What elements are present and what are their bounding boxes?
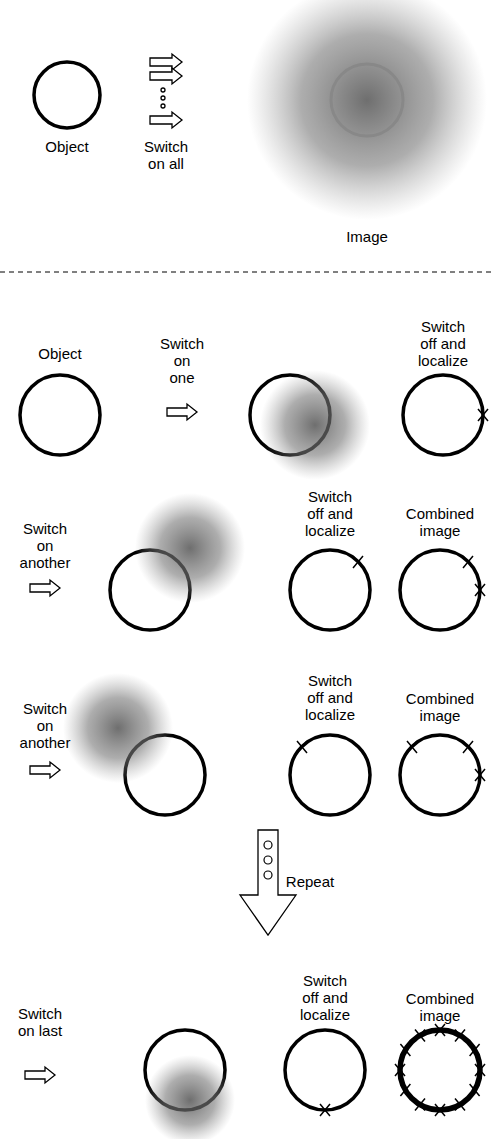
step-label: Switch off and localize — [412, 318, 474, 369]
localization-mark — [463, 556, 473, 568]
localization-mark — [455, 1099, 465, 1111]
localization-mark — [455, 1029, 465, 1041]
localization-mark — [470, 1084, 480, 1096]
localization-mark — [470, 1044, 480, 1056]
blur-blob — [135, 493, 245, 603]
localization-mark — [297, 741, 307, 753]
object-circle — [34, 62, 100, 128]
step-label: Switch off and localize — [299, 672, 361, 723]
dot — [161, 104, 165, 108]
localization-mark — [320, 1104, 330, 1116]
step-label: Switch on one — [160, 335, 204, 386]
object-circle — [290, 550, 370, 630]
reconstructed-circle — [400, 1030, 480, 1110]
localization-mark — [478, 409, 488, 421]
step-label: Switch on all — [144, 138, 188, 172]
arrow — [167, 404, 197, 420]
blur-blob — [260, 370, 370, 480]
blur-blob — [145, 1055, 235, 1139]
step-label: Switch on another — [20, 700, 71, 751]
arrow — [30, 580, 60, 596]
localization-marks — [395, 1024, 485, 1116]
object-circle — [20, 375, 100, 455]
localization-mark — [400, 1084, 410, 1096]
light-arrows — [150, 54, 182, 128]
arrow — [25, 1067, 55, 1083]
localization-mark — [407, 741, 417, 753]
object-label: Object — [45, 138, 88, 155]
localization-mark — [475, 1064, 485, 1076]
object-circle — [403, 375, 483, 455]
localization-mark — [415, 1099, 425, 1111]
dot — [161, 96, 165, 100]
blur-blob — [63, 673, 173, 783]
step-label: Switch off and localize — [299, 488, 361, 539]
dot — [264, 871, 272, 879]
object-circle — [285, 1030, 365, 1110]
dot — [264, 841, 272, 849]
object-circle — [290, 735, 370, 815]
step-label: Switch off and localize — [294, 972, 356, 1023]
dot — [264, 856, 272, 864]
blur-blob — [247, 0, 487, 220]
divider — [0, 272, 491, 273]
localization-mark — [475, 584, 485, 596]
result-label: Combined image — [406, 690, 474, 724]
object-circle — [400, 735, 480, 815]
image-ring — [331, 64, 403, 136]
object-circle — [400, 550, 480, 630]
result-label: Combined image — [406, 505, 474, 539]
arrow — [30, 762, 60, 778]
arrow — [150, 112, 182, 128]
localization-mark — [475, 769, 485, 781]
localization-mark — [415, 1029, 425, 1041]
object-label: Object — [38, 345, 81, 362]
result-label: Combined image — [406, 990, 474, 1024]
dot — [161, 88, 165, 92]
image-label: Image — [346, 228, 388, 245]
localization-mark — [463, 741, 473, 753]
arrow — [150, 68, 182, 84]
repeat-label: Repeat — [286, 873, 334, 890]
localization-mark — [435, 1104, 445, 1116]
localization-mark — [400, 1044, 410, 1056]
step-label: Switch on last — [18, 1005, 62, 1039]
localization-mark — [395, 1064, 405, 1076]
localization-mark — [353, 556, 363, 568]
localization-mark — [435, 1024, 445, 1036]
step-label: Switch on another — [20, 520, 71, 571]
arrow — [150, 54, 182, 70]
